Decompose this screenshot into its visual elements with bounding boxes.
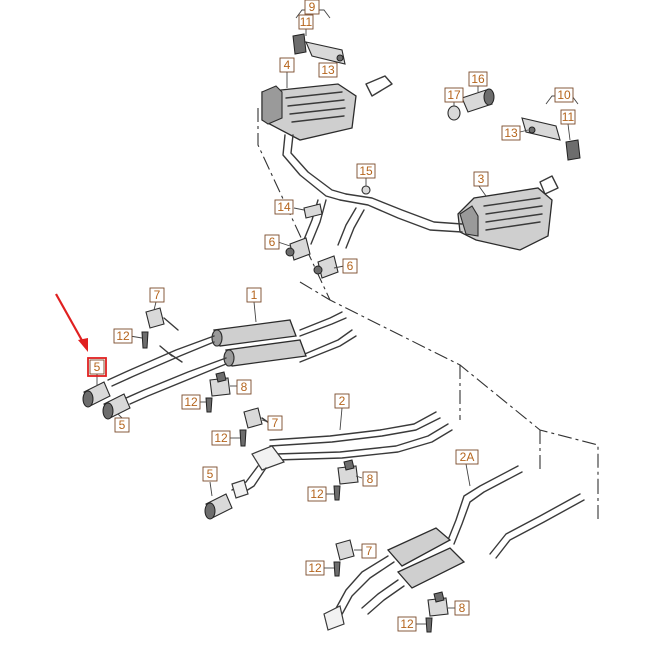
clamp-6-right bbox=[313, 255, 339, 279]
callout-8-bottom: 8 bbox=[454, 600, 470, 616]
label-16: 16 bbox=[471, 72, 485, 86]
callout-11-right: 11 bbox=[560, 109, 576, 125]
label-3: 3 bbox=[478, 172, 485, 186]
label-6: 6 bbox=[347, 259, 354, 273]
assembly-dash-lines bbox=[257, 108, 599, 520]
callout-8-mid: 8 bbox=[236, 379, 252, 395]
nut-15 bbox=[361, 185, 371, 195]
tailpipe-tip-5-right bbox=[102, 393, 131, 420]
callout-1: 1 bbox=[246, 287, 262, 303]
callout-3: 3 bbox=[473, 171, 489, 187]
top-hanger-9 bbox=[292, 33, 346, 65]
bolt-12-mid-b bbox=[205, 397, 213, 413]
callout-7-lower: 7 bbox=[267, 415, 283, 431]
leader-lines bbox=[96, 9, 579, 625]
callout-10: 10 bbox=[554, 87, 574, 103]
label-13: 13 bbox=[504, 126, 518, 140]
callout-6-right: 6 bbox=[342, 258, 358, 274]
callout-5-highlighted: 5 bbox=[87, 357, 107, 377]
hanger-8-mid bbox=[209, 371, 231, 397]
label-8: 8 bbox=[241, 380, 248, 394]
clamp-17 bbox=[447, 105, 461, 121]
callout-12-lower-a: 12 bbox=[211, 430, 231, 446]
hanger-7-mid bbox=[145, 307, 179, 331]
callout-5-lower: 5 bbox=[202, 466, 218, 482]
label-12: 12 bbox=[400, 617, 414, 631]
bolt-12-lower-a bbox=[239, 429, 247, 447]
rear-muffler-right bbox=[302, 175, 559, 251]
label-17: 17 bbox=[447, 88, 461, 102]
callout-11-top: 11 bbox=[298, 14, 314, 30]
label-12: 12 bbox=[308, 561, 322, 575]
label-9: 9 bbox=[309, 0, 316, 14]
center-muffler-assembly-1 bbox=[107, 311, 357, 405]
callout-17: 17 bbox=[444, 87, 464, 103]
label-12: 12 bbox=[184, 395, 198, 409]
callout-2: 2 bbox=[334, 393, 350, 409]
callout-12-mid-b: 12 bbox=[181, 394, 201, 410]
pipe-assembly-2 bbox=[231, 411, 453, 499]
bolt-12-bottom-b bbox=[425, 617, 433, 633]
callout-16: 16 bbox=[468, 71, 488, 87]
callout-4: 4 bbox=[279, 57, 295, 73]
callout-13-right: 13 bbox=[501, 125, 521, 141]
label-5-highlighted: 5 bbox=[94, 360, 101, 374]
label-8: 8 bbox=[459, 601, 466, 615]
label-5: 5 bbox=[119, 418, 126, 432]
label-2: 2 bbox=[339, 394, 346, 408]
callout-13-top: 13 bbox=[318, 62, 338, 78]
callout-14: 14 bbox=[274, 199, 294, 215]
label-12: 12 bbox=[116, 329, 130, 343]
callout-5-mid: 5 bbox=[114, 417, 130, 433]
label-12: 12 bbox=[214, 431, 228, 445]
hanger-8-lower bbox=[337, 459, 359, 485]
top-hanger-10 bbox=[521, 117, 581, 161]
callout-7-bottom: 7 bbox=[361, 543, 377, 559]
label-1: 1 bbox=[251, 288, 258, 302]
highlight-arrow bbox=[55, 293, 88, 352]
callout-12-mid-a: 12 bbox=[113, 328, 133, 344]
callout-12-bottom-a: 12 bbox=[305, 560, 325, 576]
label-7: 7 bbox=[366, 544, 373, 558]
bolt-12-bottom-a bbox=[333, 561, 341, 577]
hanger-7-bottom bbox=[335, 539, 355, 561]
rear-muffler-left bbox=[261, 75, 393, 201]
label-14: 14 bbox=[277, 200, 291, 214]
hanger-8-bottom bbox=[427, 591, 449, 617]
callout-6-left: 6 bbox=[264, 234, 280, 250]
clamp-6-left bbox=[285, 237, 311, 261]
label-15: 15 bbox=[359, 164, 373, 178]
bolt-12-lower-b bbox=[333, 485, 341, 501]
tailpipe-tip-16 bbox=[461, 88, 495, 113]
callout-15: 15 bbox=[356, 163, 376, 179]
callout-7-mid: 7 bbox=[149, 287, 165, 303]
label-2A: 2A bbox=[460, 450, 475, 464]
label-10: 10 bbox=[557, 88, 571, 102]
label-6: 6 bbox=[269, 235, 276, 249]
callout-2A: 2A bbox=[455, 449, 479, 465]
tailpipe-tip-5-lower bbox=[204, 493, 233, 520]
callout-9: 9 bbox=[304, 0, 320, 15]
label-8: 8 bbox=[367, 472, 374, 486]
label-4: 4 bbox=[284, 58, 291, 72]
label-13: 13 bbox=[321, 63, 335, 77]
label-7: 7 bbox=[154, 288, 161, 302]
clamp-14 bbox=[303, 203, 323, 219]
callout-12-bottom-b: 12 bbox=[397, 616, 417, 632]
label-11: 11 bbox=[562, 110, 575, 124]
label-11: 11 bbox=[300, 15, 313, 29]
callout-8-lower: 8 bbox=[362, 471, 378, 487]
pipe-assembly-2A bbox=[323, 465, 585, 631]
bolt-12-mid-a bbox=[141, 331, 149, 349]
label-7: 7 bbox=[272, 416, 279, 430]
label-5: 5 bbox=[207, 467, 214, 481]
label-12: 12 bbox=[310, 487, 324, 501]
callout-12-lower-b: 12 bbox=[307, 486, 327, 502]
